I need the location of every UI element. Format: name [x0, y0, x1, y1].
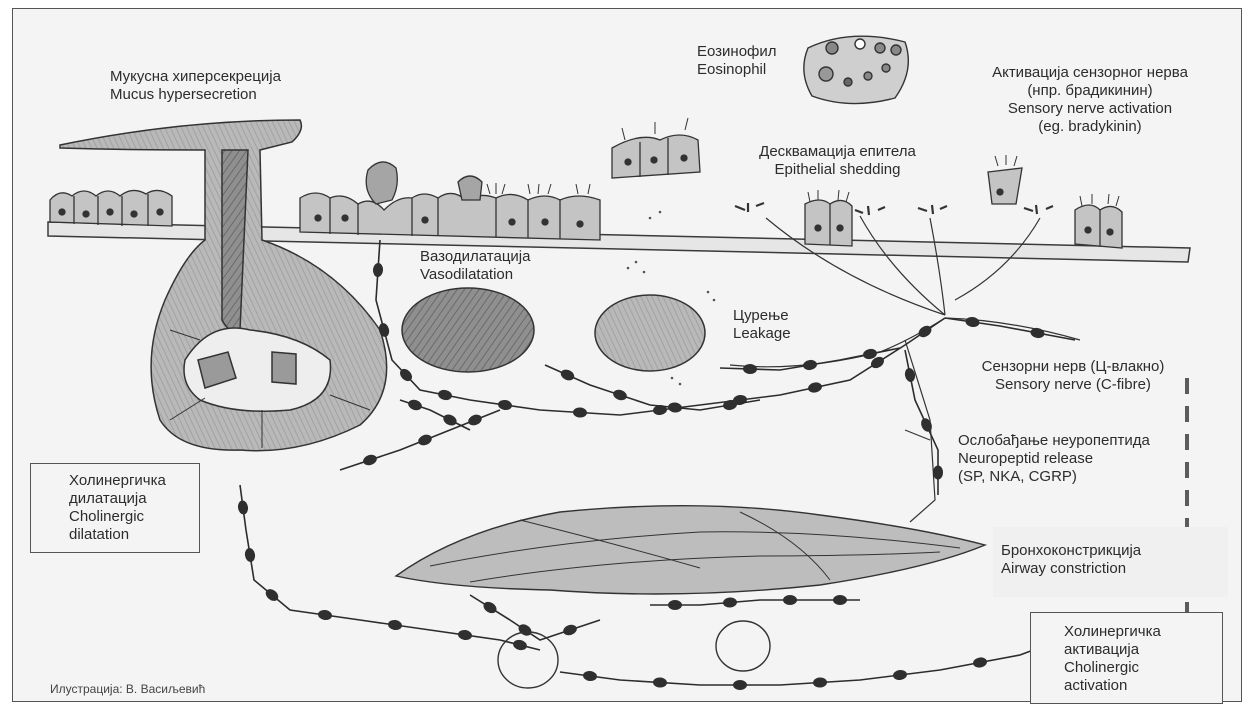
varicosity	[387, 619, 402, 631]
varicosity	[467, 413, 484, 427]
cholinergic-dilatation-label: Холинергичка дилатација Cholinergic dila…	[69, 472, 166, 544]
varicosity	[733, 680, 747, 690]
varicosity	[723, 597, 738, 608]
epithelium-right	[1075, 194, 1122, 248]
varicosity	[442, 412, 459, 427]
varicosity	[362, 453, 378, 467]
varicosity	[562, 623, 578, 637]
epithelium-goblet	[300, 162, 600, 240]
varicosity	[244, 547, 256, 562]
varicosity	[668, 600, 682, 610]
varicosity	[802, 359, 817, 371]
varicosity	[965, 316, 980, 328]
varicosity	[573, 407, 588, 418]
varicosity	[512, 638, 528, 651]
eosinophil-cell	[804, 36, 909, 103]
varicosity	[783, 595, 797, 605]
varicosity	[743, 364, 757, 374]
cholinergic-dilatation-box: Холинергичка дилатација Cholinergic dila…	[30, 463, 200, 553]
varicosity	[373, 263, 384, 278]
varicosity	[559, 368, 576, 383]
varicosity	[582, 670, 597, 682]
varicosity	[813, 677, 828, 688]
nerve-fibre	[945, 318, 1075, 340]
sensory-nerve-label: Сензорни нерв (Ц-влакно)Sensory nerve (C…	[968, 358, 1178, 394]
single-shed-cell	[988, 155, 1022, 204]
varicosity	[833, 595, 847, 605]
varicosity	[437, 389, 453, 402]
varicosity	[653, 677, 668, 688]
varicosity	[668, 402, 683, 413]
dashed-arrow	[1179, 378, 1195, 640]
varicosity	[807, 381, 823, 394]
shed-cell-pair	[805, 190, 852, 246]
neuropeptide-release-label: Ослобађање неуропептида Neuropeptid rele…	[958, 432, 1150, 486]
dilated-vessel	[402, 288, 534, 372]
airway-constriction-box: Бронхоконстрикција Airway constriction	[993, 527, 1228, 597]
varicosity	[612, 388, 628, 402]
nerve-endings	[735, 203, 1053, 215]
varicosity	[497, 399, 512, 411]
cholinergic-activation-box: Холинергичка активација Cholinergic acti…	[1030, 612, 1223, 704]
varicosity	[516, 622, 533, 638]
airway-constriction-label: Бронхоконстрикција Airway constriction	[1001, 542, 1141, 578]
varicosity	[237, 500, 249, 515]
varicosity	[919, 417, 934, 434]
cholinergic-activation-label: Холинергичка активација Cholinergic acti…	[1064, 623, 1161, 695]
varicosity	[457, 629, 472, 641]
shed-cells-cluster	[612, 118, 700, 178]
varicosity	[481, 600, 498, 616]
epithelium-left	[50, 190, 172, 226]
varicosity	[972, 656, 988, 668]
varicosity	[892, 669, 907, 681]
varicosity	[417, 433, 434, 447]
smooth-muscle	[396, 506, 985, 594]
varicosity	[933, 466, 943, 480]
varicosity	[407, 398, 423, 412]
varicosity	[317, 609, 332, 621]
mucus-gland	[60, 120, 387, 451]
sensory-nerve-activation-label: Активација сензорног нерва (нпр. брадики…	[940, 64, 1240, 136]
ganglia	[498, 621, 770, 688]
illustration-credit: Илустрација: В. Васиљевић	[50, 682, 205, 696]
